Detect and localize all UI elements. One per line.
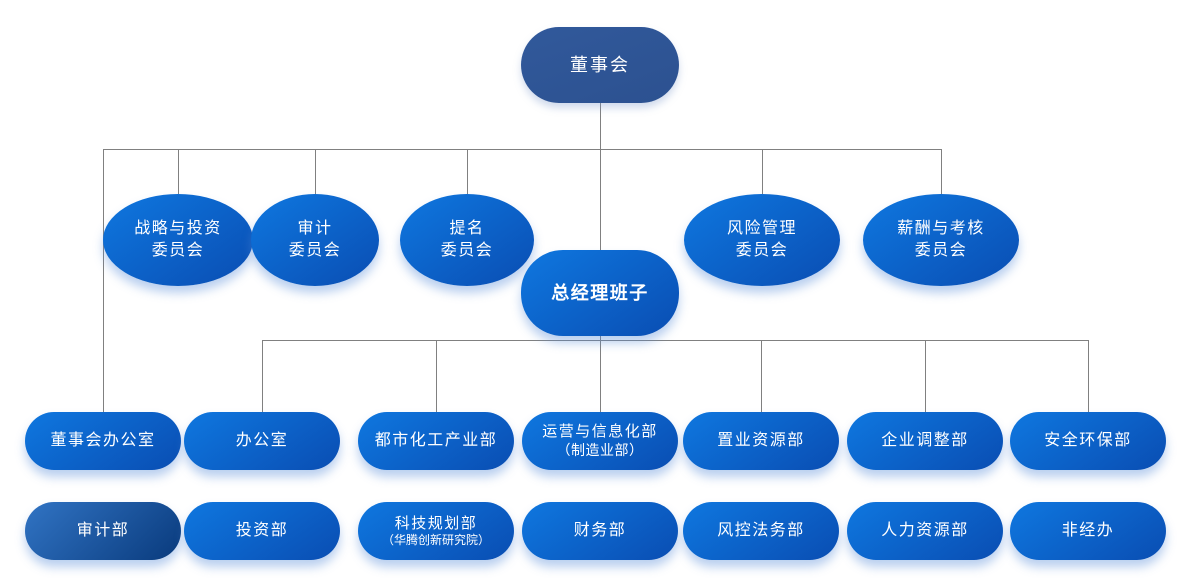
node-committee-strategy-investment: 战略与投资 委员会	[103, 194, 253, 286]
node-committee-nomination: 提名 委员会	[400, 194, 534, 286]
node-label: 投资部	[235, 522, 289, 540]
node-label: 科技规划部	[394, 514, 478, 532]
node-label: 审计部	[76, 522, 130, 540]
node-label: 薪酬与考核 委员会	[897, 220, 985, 259]
node-dept-tech-planning: 科技规划部 （华腾创新研究院）	[358, 502, 514, 560]
connector-line	[315, 149, 316, 194]
node-dept-finance: 财务部	[522, 502, 678, 560]
connector-line	[262, 340, 1088, 341]
node-label: 企业调整部	[881, 432, 969, 450]
connector-line	[761, 340, 762, 412]
node-dept-risk-control-legal: 风控法务部	[683, 502, 839, 560]
node-committee-risk-management: 风险管理 委员会	[684, 194, 840, 286]
node-label: 置业资源部	[717, 432, 805, 450]
node-label: 风险管理 委员会	[726, 220, 797, 259]
node-dept-board-office: 董事会办公室	[25, 412, 181, 470]
node-dept-urban-chemical-industry: 都市化工产业部	[358, 412, 514, 470]
node-label: 总经理班子	[551, 282, 649, 303]
node-committee-audit: 审计 委员会	[251, 194, 379, 286]
connector-line	[762, 149, 763, 194]
node-label: 董事会办公室	[50, 432, 156, 450]
connector-line	[262, 340, 263, 412]
node-dept-audit: 审计部	[25, 502, 181, 560]
node-sublabel: （制造业部）	[556, 441, 644, 458]
node-label: 董事会	[570, 54, 630, 75]
node-label: 战略与投资 委员会	[134, 220, 222, 259]
node-label: 运营与信息化部	[542, 423, 658, 441]
node-dept-investment: 投资部	[184, 502, 340, 560]
node-label: 风控法务部	[717, 522, 805, 540]
node-label: 非经办	[1061, 522, 1115, 540]
node-label: 安全环保部	[1044, 432, 1132, 450]
node-label: 都市化工产业部	[374, 432, 498, 450]
connector-line	[103, 149, 942, 150]
node-label: 人力资源部	[881, 522, 969, 540]
node-general-manager-team: 总经理班子	[521, 250, 679, 336]
connector-line	[941, 149, 942, 194]
node-label: 提名 委员会	[440, 220, 494, 259]
node-committee-compensation-assessment: 薪酬与考核 委员会	[863, 194, 1019, 286]
connector-line	[103, 149, 104, 412]
node-sublabel: （华腾创新研究院）	[381, 532, 490, 547]
node-dept-non-operating-office: 非经办	[1010, 502, 1166, 560]
connector-line	[178, 149, 179, 194]
node-dept-human-resources: 人力资源部	[847, 502, 1003, 560]
node-dept-safety-environment: 安全环保部	[1010, 412, 1166, 470]
node-label: 财务部	[573, 522, 627, 540]
node-dept-operations-informatization: 运营与信息化部 （制造业部）	[522, 412, 678, 470]
connector-line	[925, 340, 926, 412]
node-dept-property-resources: 置业资源部	[683, 412, 839, 470]
node-board-of-directors: 董事会	[521, 27, 679, 103]
node-dept-enterprise-adjustment: 企业调整部	[847, 412, 1003, 470]
node-label: 审计 委员会	[288, 220, 342, 259]
connector-line	[1088, 340, 1089, 412]
node-dept-office: 办公室	[184, 412, 340, 470]
connector-line	[467, 149, 468, 194]
connector-line	[436, 340, 437, 412]
node-label: 办公室	[235, 432, 289, 450]
